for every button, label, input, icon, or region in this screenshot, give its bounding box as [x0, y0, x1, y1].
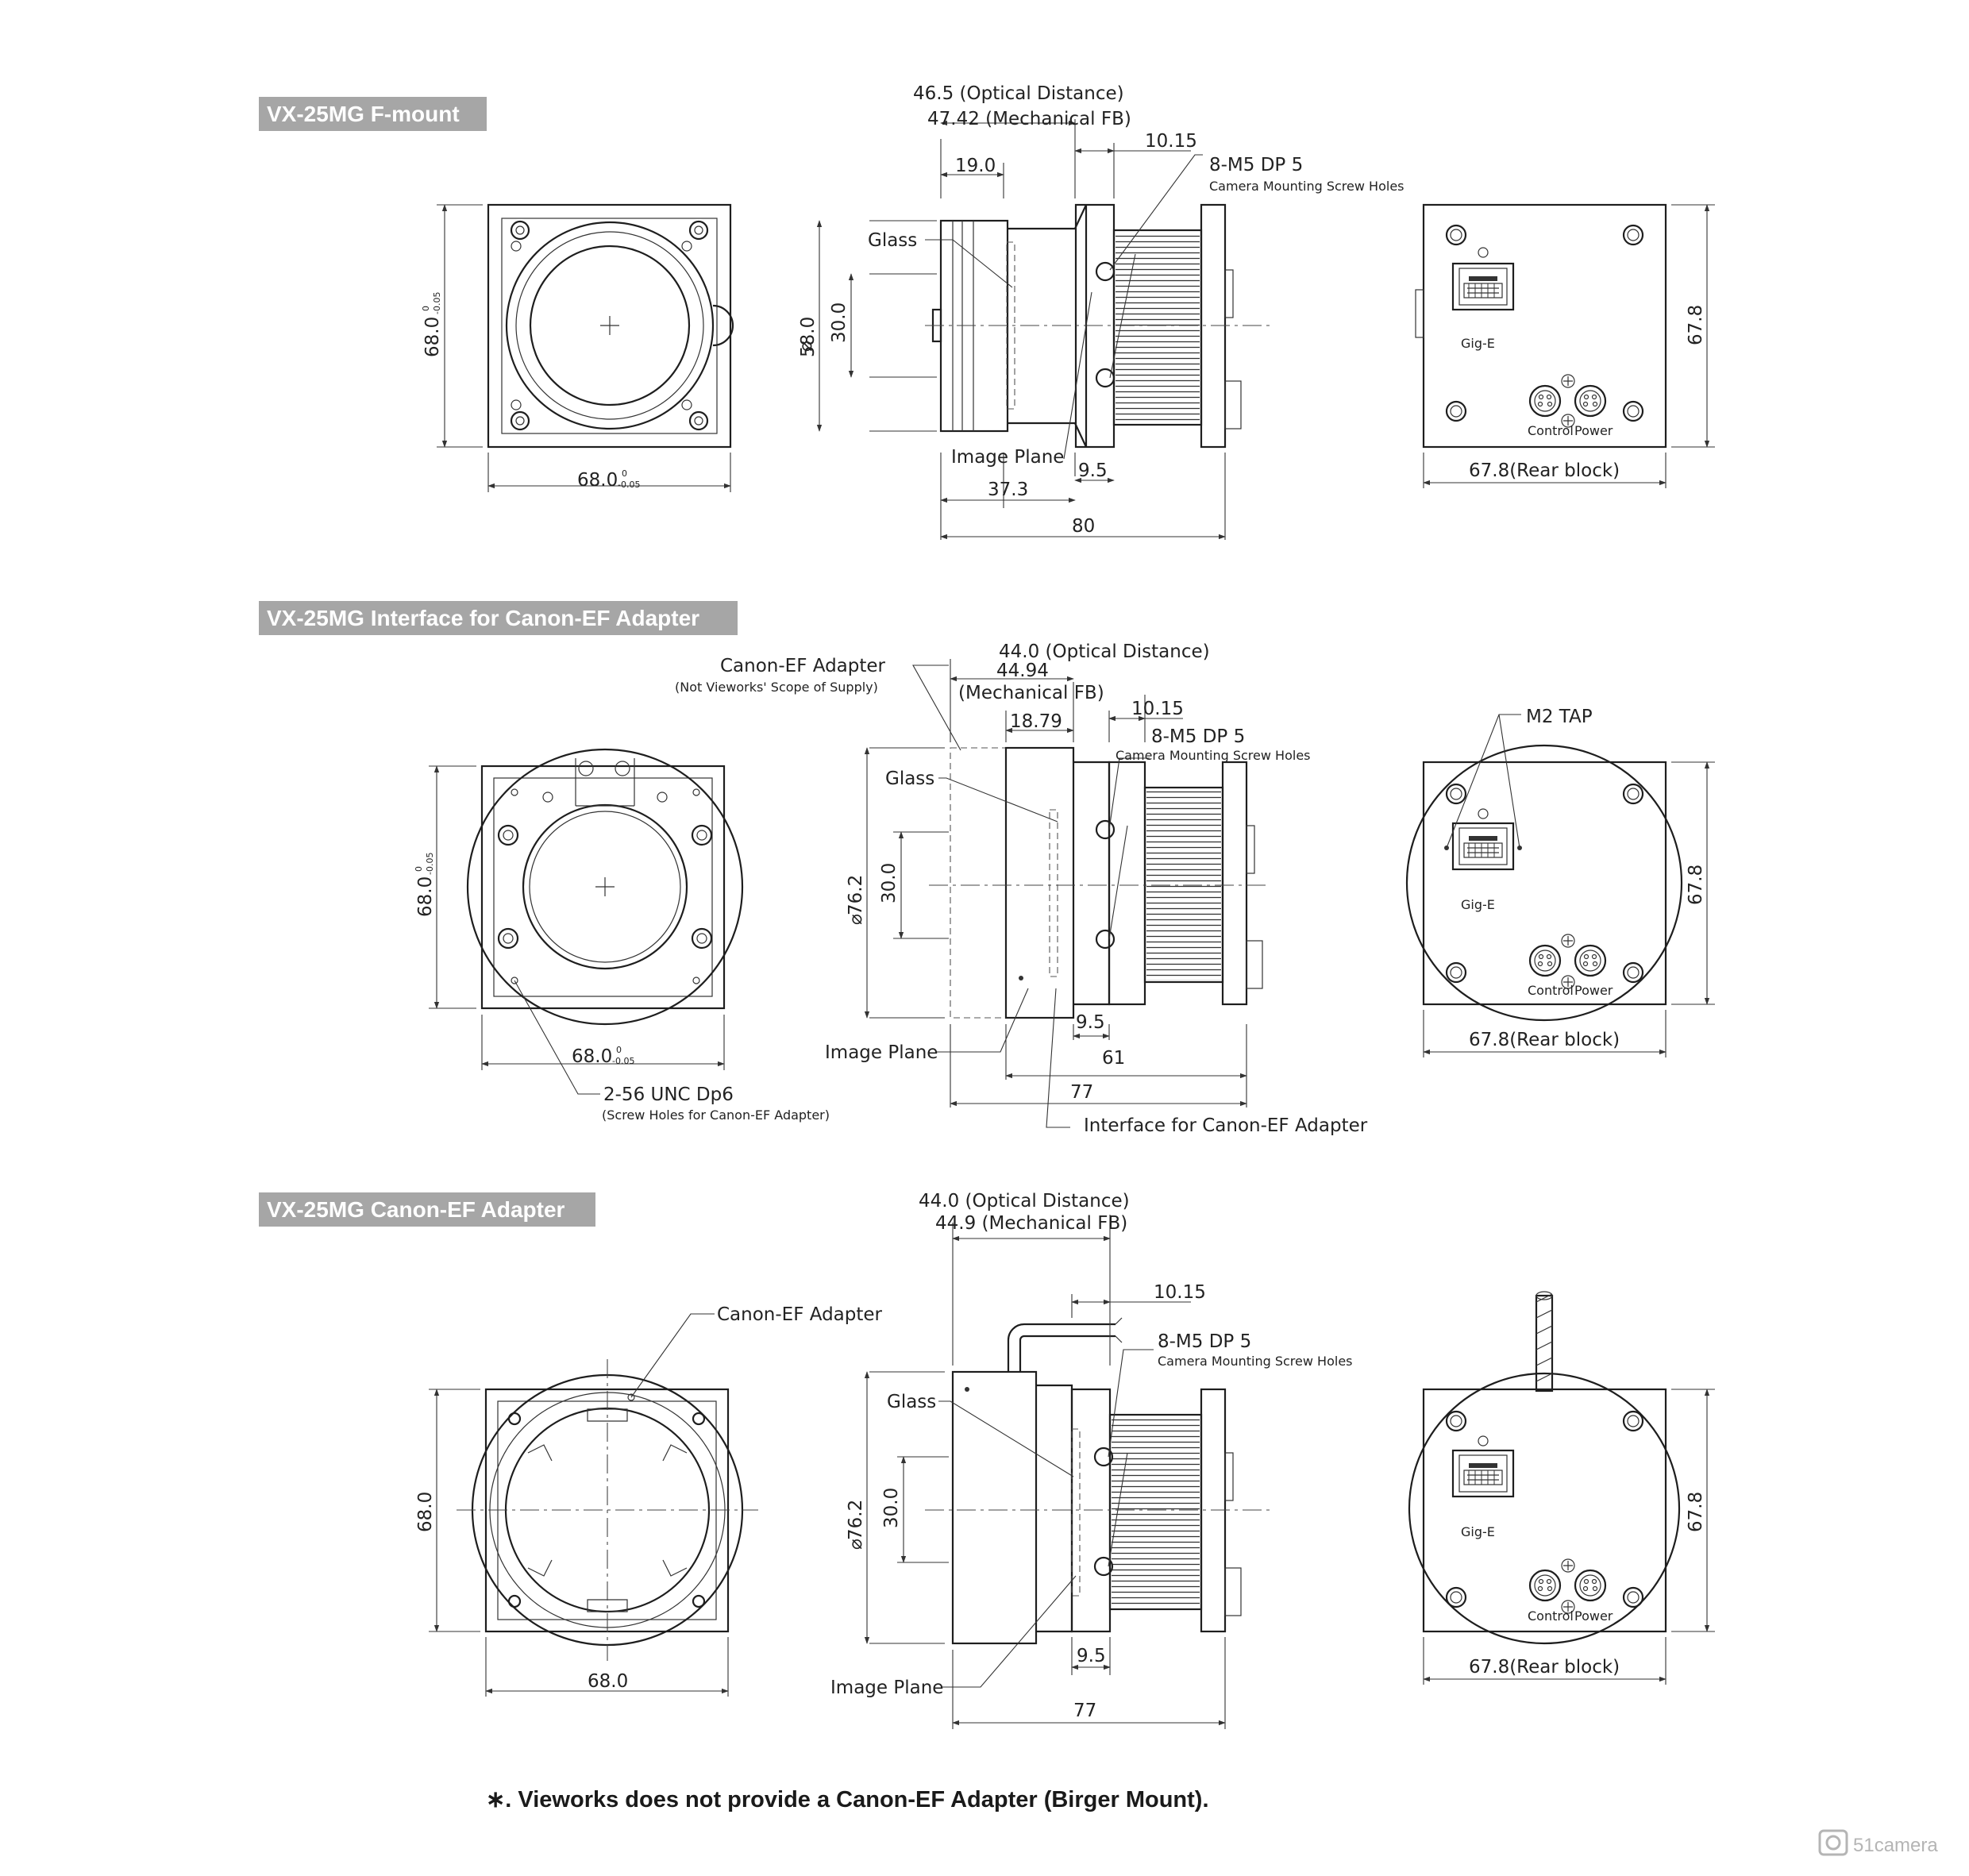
adapter-label: Canon-EF Adapter — [717, 1304, 883, 1325]
svg-text:⌀: ⌀ — [846, 1539, 866, 1550]
screw-label: 8-M5 DP 5 — [1151, 726, 1245, 747]
holes-label: 2-56 UNC Dp6 — [603, 1084, 734, 1105]
mechanical-fb: 44.9 (Mechanical FB) — [935, 1213, 1127, 1234]
image-plane-label: Image Plane — [830, 1678, 943, 1698]
section-header-bg — [259, 1192, 595, 1227]
screw-note: Camera Mounting Screw Holes — [1158, 1354, 1353, 1369]
front-width: 68.0 — [588, 1671, 628, 1692]
rear-height: 67.8 — [1686, 1492, 1706, 1532]
front-height-tol-upper: 0 — [414, 866, 424, 872]
rear-view: Gig-E Control Power M2 TAP 67.8 67.8(Rea… — [1405, 707, 1715, 1057]
side-view: 44.0 (Optical Distance) 44.9 (Mechanical… — [830, 1191, 1353, 1729]
rear-width: 67.8(Rear block) — [1469, 1657, 1620, 1678]
rear-width: 67.8(Rear block) — [1469, 460, 1620, 481]
dim-a: 18.79 — [1010, 711, 1062, 732]
footnote: ∗. Vieworks does not provide a Canon-EF … — [486, 1787, 1209, 1812]
front-width-tol-upper: 0 — [622, 468, 627, 479]
glass-label: Glass — [887, 1392, 936, 1412]
adapter-label: Canon-EF Adapter — [720, 656, 886, 676]
rear-height: 67.8 — [1686, 305, 1706, 345]
front-height: 68.0 — [415, 1492, 436, 1532]
optical-distance: 46.5 (Optical Distance) — [913, 83, 1124, 104]
dim-c: 9.5 — [1076, 1012, 1105, 1033]
svg-text:⌀: ⌀ — [846, 914, 866, 925]
screw-note: Camera Mounting Screw Holes — [1116, 748, 1311, 763]
glass-label: Glass — [868, 230, 917, 251]
mechanical-fb-label: (Mechanical FB) — [958, 683, 1104, 703]
gige-label: Gig-E — [1461, 1524, 1495, 1539]
screw-label: 8-M5 DP 5 — [1158, 1331, 1251, 1352]
diameter: 76.2 — [846, 875, 866, 915]
section-title: VX-25MG F-mount — [267, 102, 460, 126]
rear-view: Gig-E Control Power 67.8 67.8(Rear block… — [1408, 1291, 1715, 1685]
front-width-tol-lower: -0.05 — [618, 480, 640, 490]
front-view: 68.0 0 -0.05 68.0 0 -0.05 2-56 UNC Dp6 (… — [414, 748, 830, 1123]
section-f-mount: VX-25MG F-mount 68.0 0 -0.05 68.0 — [259, 83, 1715, 540]
dim-c: 9.5 — [1078, 460, 1108, 481]
diameter: 76.2 — [846, 1500, 866, 1540]
dim-a: 19.0 — [955, 156, 996, 176]
front-width-tol-upper: 0 — [616, 1045, 622, 1055]
total-length: 77 — [1070, 1082, 1093, 1103]
gige-label: Gig-E — [1461, 897, 1495, 912]
inner-dim: 30.0 — [829, 302, 850, 343]
screw-note: Camera Mounting Screw Holes — [1209, 179, 1405, 194]
control-label: Control — [1528, 983, 1574, 998]
front-height-tol-lower: -0.05 — [425, 853, 435, 875]
control-label: Control — [1528, 1608, 1574, 1624]
gige-label: Gig-E — [1461, 336, 1495, 351]
diameter: 58.0 — [798, 317, 819, 357]
power-label: Power — [1574, 1608, 1613, 1624]
total-length: 77 — [1073, 1701, 1096, 1721]
mechanical-fb-value: 44.94 — [996, 661, 1049, 681]
rear-height: 67.8 — [1686, 865, 1706, 905]
glass-label: Glass — [885, 769, 934, 789]
dim-d: 37.3 — [988, 480, 1028, 500]
side-view: 46.5 (Optical Distance) 47.42 (Mechanica… — [796, 83, 1405, 540]
section-title: VX-25MG Interface for Canon-EF Adapter — [267, 606, 699, 630]
section-header-bg — [259, 97, 487, 131]
section-interface: VX-25MG Interface for Canon-EF Adapter 6… — [259, 601, 1715, 1136]
m2-tap-label: M2 TAP — [1526, 707, 1593, 727]
side-view: 44.0 (Optical Distance) 44.94 (Mechanica… — [675, 641, 1368, 1136]
section-header-bg — [259, 601, 738, 635]
rear-width: 67.8(Rear block) — [1469, 1030, 1620, 1050]
front-view: 68.0 0 -0.05 68.0 0 -0.05 — [421, 203, 734, 492]
power-label: Power — [1574, 423, 1613, 438]
image-plane-label: Image Plane — [951, 447, 1064, 468]
power-label: Power — [1574, 983, 1613, 998]
front-width: 68.0 — [577, 470, 618, 491]
front-height: 68.0 — [415, 876, 436, 917]
dim-b: 10.15 — [1131, 699, 1184, 719]
watermark-text: 51camera — [1853, 1835, 1938, 1856]
adapter-note: (Not Vieworks' Scope of Supply) — [675, 680, 878, 695]
front-height-tol-upper: 0 — [421, 306, 431, 311]
optical-distance: 44.0 (Optical Distance) — [919, 1191, 1130, 1212]
front-height: 68.0 — [422, 317, 443, 357]
screw-label: 8-M5 DP 5 — [1209, 155, 1303, 175]
optical-distance: 44.0 (Optical Distance) — [999, 641, 1210, 662]
svg-text:⌀: ⌀ — [796, 341, 816, 352]
holes-note: (Screw Holes for Canon-EF Adapter) — [602, 1107, 830, 1123]
front-view: Canon-EF Adapter 68.0 68.0 — [415, 1304, 883, 1697]
image-plane-label: Image Plane — [825, 1042, 938, 1063]
front-width-tol-lower: -0.05 — [612, 1056, 634, 1066]
dim-b: 10.15 — [1145, 131, 1197, 152]
interface-label: Interface for Canon-EF Adapter — [1084, 1115, 1368, 1136]
watermark: 51camera — [1818, 1829, 1938, 1856]
inner-dim: 30.0 — [881, 1488, 902, 1528]
total-length: 80 — [1072, 516, 1095, 537]
section-canon-ef: VX-25MG Canon-EF Adapter Canon-EF Adapte… — [259, 1191, 1715, 1729]
rear-view: Gig-E Control Power 67.8 67.8(Rear block… — [1415, 203, 1715, 488]
dim-c: 9.5 — [1077, 1646, 1106, 1666]
dim-d: 61 — [1102, 1048, 1125, 1069]
dim-b: 10.15 — [1154, 1282, 1206, 1303]
section-title: VX-25MG Canon-EF Adapter — [267, 1197, 565, 1222]
control-label: Control — [1528, 423, 1574, 438]
front-width: 68.0 — [572, 1046, 612, 1067]
front-height-tol-lower: -0.05 — [432, 292, 442, 314]
inner-dim: 30.0 — [879, 863, 900, 903]
mechanical-fb: 47.42 (Mechanical FB) — [927, 109, 1131, 129]
